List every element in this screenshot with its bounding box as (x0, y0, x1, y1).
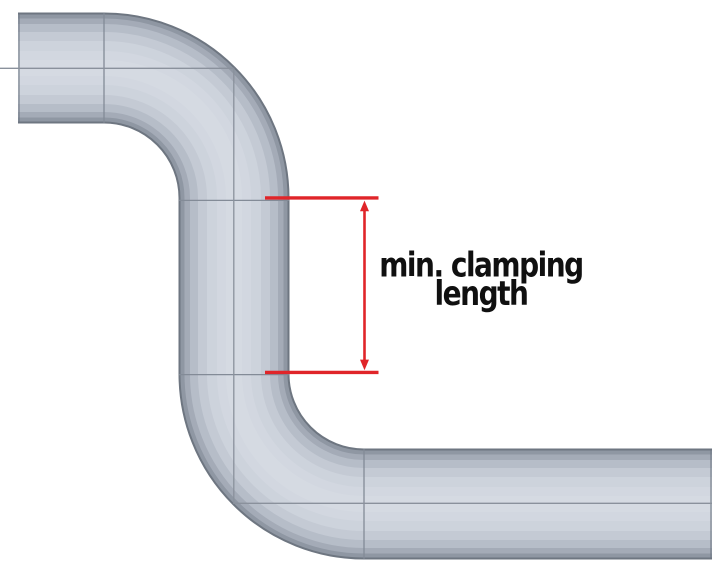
clamping-length-label-line2: length (434, 274, 529, 314)
dimension-arrowhead-up (360, 200, 369, 212)
clamping-length-label: min. clamping length (374, 245, 588, 314)
dimension-arrowhead-down (360, 359, 369, 371)
dimension-callout (265, 196, 379, 375)
pipe-axis-line (0, 67, 712, 504)
clamping-length-label-line1: min. clamping (379, 245, 584, 285)
